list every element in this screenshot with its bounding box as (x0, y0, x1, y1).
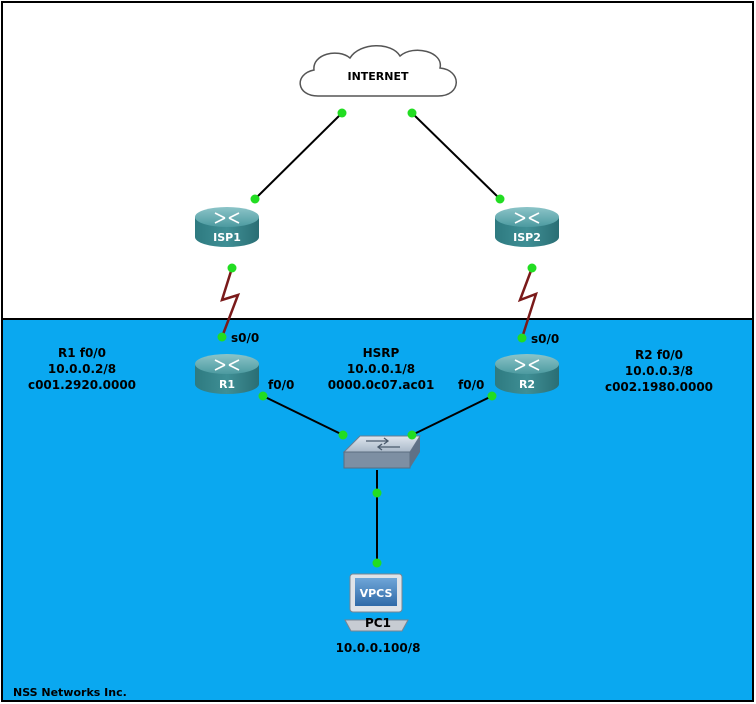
r1-info-mac: c001.2920.0000 (28, 378, 136, 392)
endpoint-dot (217, 332, 227, 342)
r2-serial-port-label: s0/0 (531, 332, 559, 346)
serial-link-isp1-r1 (220, 267, 241, 338)
serial-link-isp2-r2 (517, 267, 538, 339)
endpoint-dot (258, 391, 268, 401)
r1-eth-port-label: f0/0 (268, 378, 294, 392)
r1-info-title: R1 f0/0 (58, 346, 106, 360)
switch[interactable] (342, 435, 421, 469)
footer-text: NSS Networks Inc. (13, 686, 127, 699)
pc1-ip: 10.0.0.100/8 (336, 641, 421, 655)
isp2-label: ISP2 (513, 231, 541, 244)
endpoint-dot (337, 108, 347, 118)
pc1-keyboard (344, 619, 409, 632)
endpoint-dot (527, 263, 537, 273)
r2-info-title: R2 f0/0 (635, 348, 683, 362)
r2-label: R2 (519, 378, 535, 391)
router-isp2[interactable]: ISP2 (495, 207, 559, 247)
endpoint-dot (372, 558, 382, 568)
endpoint-dot (372, 488, 382, 498)
link-internet-isp2 (411, 112, 501, 200)
links (220, 112, 538, 563)
endpoint-dot (250, 194, 260, 204)
r2-info-mac: c002.1980.0000 (605, 380, 713, 394)
endpoint-dot (495, 194, 505, 204)
link-endpoints (217, 108, 537, 568)
endpoint-dot (407, 430, 417, 440)
r2-info-ip: 10.0.0.3/8 (625, 364, 693, 378)
router-arrows-icon (514, 359, 540, 371)
router-isp1[interactable]: ISP1 (195, 207, 259, 247)
isp1-label: ISP1 (213, 231, 241, 244)
endpoint-dot (407, 108, 417, 118)
hsrp-mac: 0000.0c07.ac01 (328, 378, 435, 392)
r1-serial-port-label: s0/0 (231, 331, 259, 345)
r1-label: R1 (219, 378, 235, 391)
hsrp-ip: 10.0.0.1/8 (347, 362, 415, 376)
router-arrows-icon (514, 212, 540, 224)
internet-label: INTERNET (347, 70, 409, 83)
endpoint-dot (487, 391, 497, 401)
link-r1-switch (262, 395, 344, 436)
r2-eth-port-label: f0/0 (458, 378, 484, 392)
router-arrows-icon (214, 212, 240, 224)
pc1-screen (355, 578, 397, 606)
pc1[interactable]: VPCS PC1 (344, 573, 409, 632)
r1-info-ip: 10.0.0.2/8 (48, 362, 116, 376)
endpoint-dot (338, 430, 348, 440)
router-r2[interactable]: R2 (495, 354, 559, 394)
endpoint-dot (227, 263, 237, 273)
link-internet-isp1 (254, 112, 343, 200)
link-r2-switch (411, 395, 493, 436)
switch-arrows-icon (366, 437, 400, 451)
internet-cloud: INTERNET (299, 45, 457, 97)
endpoint-dot (517, 333, 527, 343)
router-arrows-icon (214, 359, 240, 371)
pc1-screen-label: VPCS (360, 587, 393, 600)
router-r1[interactable]: R1 (195, 354, 259, 394)
hsrp-title: HSRP (363, 346, 400, 360)
pc1-label: PC1 (365, 616, 391, 630)
